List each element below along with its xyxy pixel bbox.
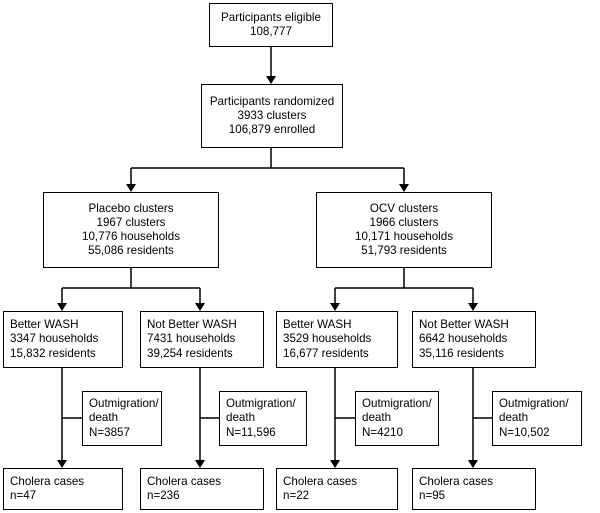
cholera-cases-label: Cholera cases <box>147 474 222 488</box>
outmigration-line2: death <box>362 411 392 425</box>
randomized-box: Participants randomized 3933 clusters 10… <box>201 84 343 148</box>
arrowhead <box>195 460 205 468</box>
arrowhead <box>330 303 340 311</box>
wash-group-box: Better WASH 3347 households 15,832 resid… <box>3 311 123 368</box>
cholera-cases-n: n=22 <box>283 489 310 502</box>
placebo-households: 10,776 households <box>82 230 180 243</box>
cholera-cases-box: Cholera cases n=95 <box>412 468 536 510</box>
outmigration-line1: Outmigration/ <box>499 397 569 411</box>
cholera-cases-box: Cholera cases n=236 <box>140 468 264 510</box>
placebo-title: Placebo clusters <box>88 201 174 215</box>
arrowhead <box>330 460 340 468</box>
wash-group-residents: 15,832 residents <box>10 346 96 360</box>
wash-group-households: 3529 households <box>283 332 372 346</box>
ocv-title: OCV clusters <box>369 201 439 215</box>
arrowhead <box>195 303 205 311</box>
wash-group-box: Better WASH 3529 households 16,677 resid… <box>276 311 398 368</box>
outmigration-n: N=11,596 <box>226 425 276 439</box>
wash-group-box: Not Better WASH 7431 households 39,254 r… <box>140 311 264 368</box>
eligible-title: Participants eligible <box>221 10 321 24</box>
arrowhead <box>468 303 478 311</box>
randomized-title: Participants randomized <box>209 94 335 108</box>
outmigration-box: Outmigration/ death N=10,502 <box>492 391 582 446</box>
ocv-households: 10,171 households <box>355 230 453 243</box>
ocv-clusters: 1966 clusters <box>369 215 439 229</box>
randomized-enrolled: 106,879 enrolled <box>228 123 316 137</box>
outmigration-line2: death <box>89 411 119 425</box>
outmigration-n: N=10,502 <box>499 425 550 439</box>
outmigration-box: Outmigration/ death N=11,596 <box>219 391 307 446</box>
outmigration-line2: death <box>226 411 256 425</box>
arrowhead <box>57 303 67 311</box>
outmigration-line1: Outmigration/ <box>226 397 296 411</box>
outmigration-n: N=3857 <box>89 425 130 439</box>
outmigration-line2: death <box>499 411 529 425</box>
wash-group-households: 3347 households <box>10 332 99 346</box>
wash-group-residents: 16,677 residents <box>283 346 369 360</box>
outmigration-line1: Outmigration/ <box>362 397 432 411</box>
eligible-count: 108,777 <box>250 25 292 38</box>
wash-group-households: 7431 households <box>147 332 236 346</box>
wash-group-residents: 39,254 residents <box>147 346 233 360</box>
cholera-cases-n: n=47 <box>10 489 37 502</box>
arrowhead <box>126 184 136 192</box>
ocv-box: OCV clusters 1966 clusters 10,171 househ… <box>316 192 492 268</box>
wash-group-title: Better WASH <box>10 318 79 332</box>
placebo-residents: 55,086 residents <box>88 244 174 258</box>
outmigration-line1: Outmigration/ <box>89 397 159 411</box>
cholera-cases-label: Cholera cases <box>10 474 85 488</box>
cholera-cases-label: Cholera cases <box>283 474 358 488</box>
ocv-residents: 51,793 residents <box>361 244 447 258</box>
wash-group-title: Better WASH <box>283 318 352 332</box>
wash-group-households: 6642 households <box>419 332 508 346</box>
outmigration-n: N=4210 <box>362 425 403 439</box>
cholera-cases-label: Cholera cases <box>419 474 494 488</box>
arrowhead <box>399 184 409 192</box>
cholera-cases-box: Cholera cases n=22 <box>276 468 398 510</box>
outmigration-box: Outmigration/ death N=3857 <box>82 391 162 446</box>
wash-group-title: Not Better WASH <box>147 318 237 332</box>
arrowhead <box>266 76 276 84</box>
outmigration-box: Outmigration/ death N=4210 <box>355 391 439 446</box>
eligible-box: Participants eligible 108,777 <box>209 3 333 47</box>
arrowhead <box>468 460 478 468</box>
wash-group-box: Not Better WASH 6642 households 35,116 r… <box>412 311 536 368</box>
placebo-clusters: 1967 clusters <box>96 215 166 229</box>
cholera-cases-box: Cholera cases n=47 <box>3 468 123 510</box>
randomized-clusters: 3933 clusters <box>237 108 307 122</box>
placebo-box: Placebo clusters 1967 clusters 10,776 ho… <box>43 192 219 268</box>
wash-group-title: Not Better WASH <box>419 318 509 332</box>
cholera-cases-n: n=236 <box>147 489 180 502</box>
arrowhead <box>57 460 67 468</box>
wash-group-residents: 35,116 residents <box>419 346 504 360</box>
cholera-cases-n: n=95 <box>419 489 446 502</box>
